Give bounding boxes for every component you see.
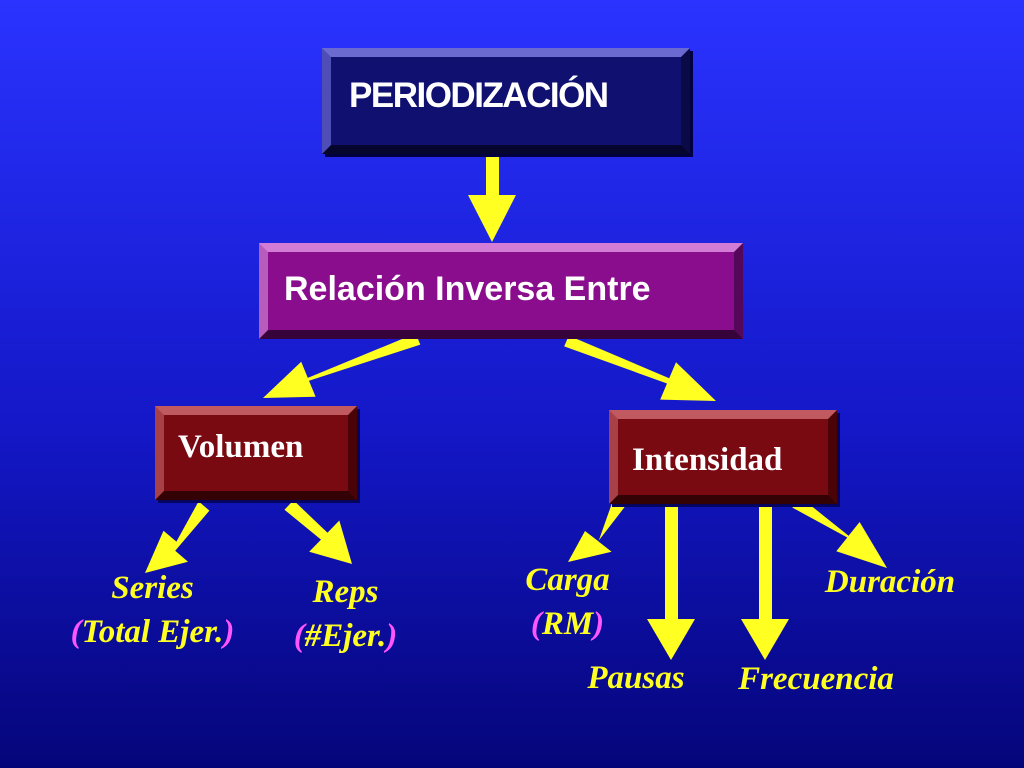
intensidad-box: Intensidad xyxy=(609,410,837,504)
series-label: Series xyxy=(111,570,194,606)
arrow-volumen-to-series xyxy=(145,501,210,573)
relacion-inversa-label: Relación Inversa Entre xyxy=(284,269,651,308)
carga-detail: (RM) xyxy=(530,606,605,642)
series-detail: (Total Ejer.) xyxy=(70,614,235,650)
pausas-node: Pausas xyxy=(587,660,685,696)
periodizacion-label: PERIODIZACIÓN xyxy=(349,76,609,115)
intensidad-label: Intensidad xyxy=(632,441,783,478)
arrow-volumen-to-reps xyxy=(284,500,352,564)
relacion-inversa-box: Relación Inversa Entre xyxy=(259,243,743,339)
volumen-label: Volumen xyxy=(178,428,304,465)
arrow-intensidad-to-duracion xyxy=(792,497,887,568)
reps-detail: (#Ejer.) xyxy=(293,618,398,654)
arrow-intensidad-to-pausas xyxy=(647,488,695,660)
reps-label: Reps xyxy=(312,574,379,610)
arrow-title-to-relation xyxy=(468,152,516,242)
arrow-relation-to-volumen xyxy=(263,333,421,398)
carga-label: Carga xyxy=(525,562,610,598)
series-node: Series (Total Ejer.) xyxy=(40,566,265,654)
duracion-node: Duración xyxy=(824,564,956,600)
reps-node: Reps (#Ejer.) xyxy=(268,570,423,658)
arrow-intensidad-to-carga xyxy=(568,498,625,562)
frecuencia-node: Frecuencia xyxy=(738,661,894,697)
arrow-intensidad-to-frecuencia xyxy=(741,488,789,660)
carga-node: Carga (RM) xyxy=(500,558,635,646)
periodizacion-box: PERIODIZACIÓN xyxy=(322,48,690,154)
volumen-box: Volumen xyxy=(155,406,357,500)
arrow-relation-to-intensidad xyxy=(564,335,716,401)
